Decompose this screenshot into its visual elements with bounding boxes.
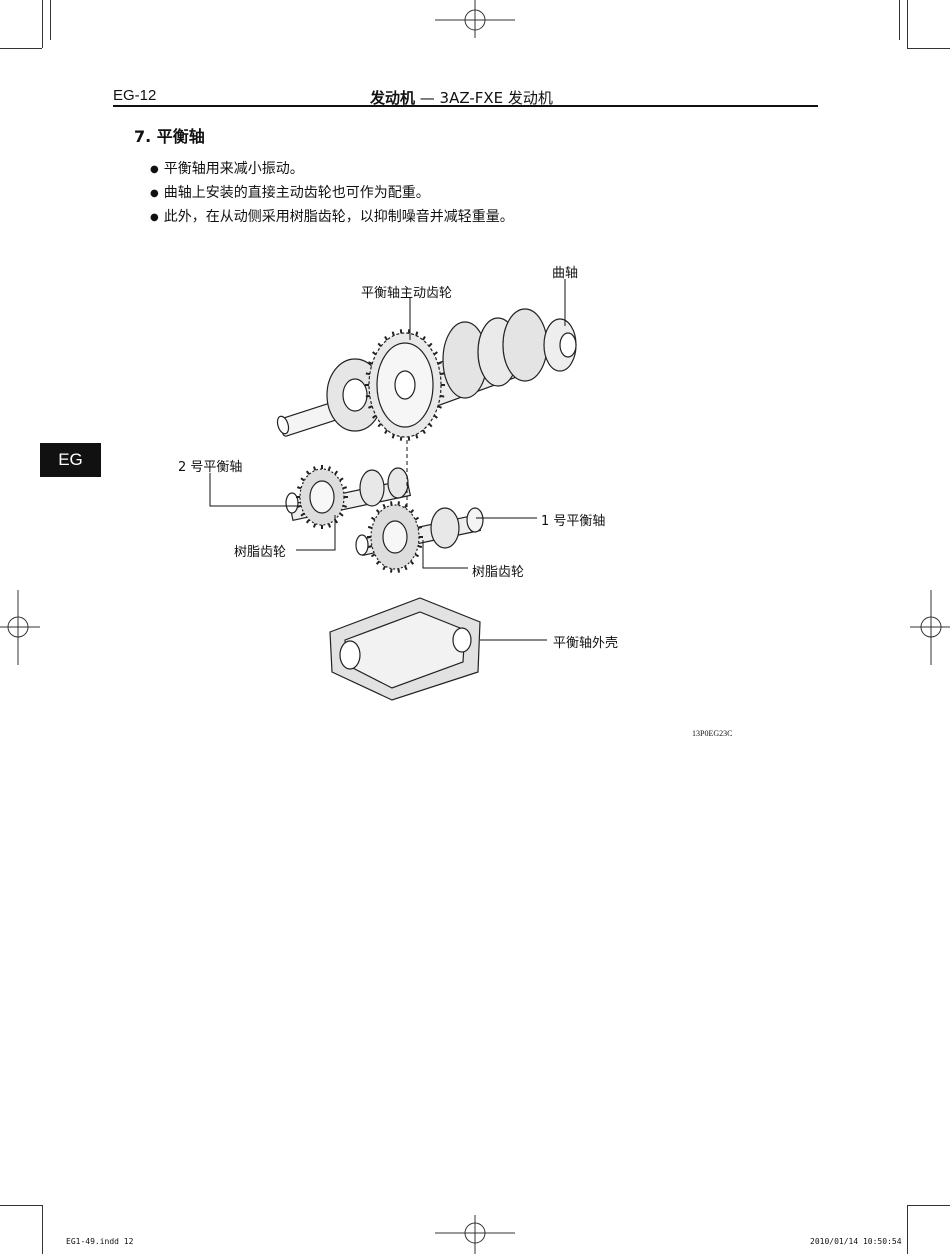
gear-tooth <box>397 568 400 573</box>
label-housing: 平衡轴外壳 <box>553 636 619 651</box>
section-title: 7. 平衡轴 <box>134 127 205 146</box>
gear-tooth <box>368 361 373 365</box>
bullet-item: 曲轴上安装的直接主动齿轮也可作为配重。 <box>150 182 514 206</box>
balance-shaft-1-drawing <box>355 504 484 570</box>
gear-tooth <box>339 477 344 482</box>
gear-tooth <box>409 509 415 514</box>
gear-tooth <box>375 509 381 514</box>
label-crankshaft: 曲轴 <box>552 266 579 281</box>
gear-tooth <box>391 331 395 336</box>
gear-tooth <box>384 429 388 434</box>
gear-tooth <box>313 466 317 471</box>
gear-tooth <box>300 477 305 482</box>
header-rule <box>113 105 818 107</box>
gear-tooth <box>414 553 420 558</box>
gear-tooth <box>368 405 373 409</box>
gear-tooth <box>397 501 400 506</box>
leader-lines <box>209 279 566 641</box>
gear-tooth <box>404 565 408 571</box>
gear-tooth <box>296 486 302 490</box>
balance-shaft-housing-drawing <box>329 597 481 701</box>
bullet-item: 此外，在从动侧采用树脂齿轮，以抑制噪音并减轻重量。 <box>150 206 514 230</box>
gear-tooth <box>417 545 423 549</box>
gear-tooth <box>300 512 305 517</box>
label-resin-gear-right: 树脂齿轮 <box>472 565 525 580</box>
gear-tooth <box>377 342 382 348</box>
gear-tooth <box>327 523 331 528</box>
gear-tooth <box>409 560 415 565</box>
bullet-list: 平衡轴用来减小振动。 曲轴上安装的直接主动齿轮也可作为配重。 此外，在从动侧采用… <box>150 158 514 230</box>
gear-tooth <box>415 331 419 336</box>
gear-tooth <box>382 503 386 509</box>
label-drive-gear: 平衡轴主动齿轮 <box>361 286 453 301</box>
gear-tooth <box>305 470 310 475</box>
gear-tooth <box>428 422 433 428</box>
gear-tooth <box>296 504 302 508</box>
gear-tooth <box>390 568 393 573</box>
gear-tooth <box>428 342 433 348</box>
gear-tooth <box>305 519 310 524</box>
gear-tooth <box>372 351 377 356</box>
gear-tooth <box>422 336 426 341</box>
gear-tooth <box>440 394 445 398</box>
figure-code: 13P0EG23C <box>692 729 733 738</box>
section-tab: EG <box>40 443 101 477</box>
gear-tooth <box>313 523 317 528</box>
gear-tooth <box>342 504 348 508</box>
gear-tooth <box>370 516 376 521</box>
gear-tooth <box>375 560 381 565</box>
page-id: EG-12 <box>113 87 157 104</box>
gear-tooth <box>415 434 419 439</box>
gear-tooth <box>391 434 395 439</box>
gear-tooth <box>367 545 373 549</box>
footer-timestamp: 2010/01/14 10:50:54 <box>810 1237 902 1246</box>
chapter-title: 发动机 — 3AZ-FXE 发动机 <box>370 87 553 108</box>
gear-tooth <box>367 525 373 529</box>
gear-tooth <box>382 565 386 571</box>
balance-shaft-2-drawing <box>285 467 412 526</box>
bullet-item: 平衡轴用来减小振动。 <box>150 158 514 182</box>
label-shaft-2: 2 号平衡轴 <box>178 460 243 475</box>
gear-tooth <box>377 422 382 428</box>
gear-tooth <box>404 503 408 509</box>
gear-tooth <box>390 501 393 506</box>
gear-tooth <box>327 466 331 471</box>
gear-tooth <box>422 429 426 434</box>
gear-tooth <box>370 553 376 558</box>
crankshaft-drawing <box>276 308 577 438</box>
gear-tooth <box>339 512 344 517</box>
gear-tooth <box>342 486 348 490</box>
label-resin-gear-left: 树脂齿轮 <box>234 545 287 560</box>
gear-tooth <box>437 405 442 409</box>
gear-tooth <box>384 336 388 341</box>
chapter-title-rest: — 3AZ-FXE 发动机 <box>415 89 553 107</box>
gear-tooth <box>334 519 339 524</box>
gear-tooth <box>437 361 442 365</box>
gear-tooth <box>433 351 438 356</box>
gear-tooth <box>372 414 377 419</box>
gear-tooth <box>365 372 370 376</box>
gear-tooth <box>440 372 445 376</box>
gear-tooth <box>334 470 339 475</box>
footer-file: EG1-49.indd 12 <box>66 1237 134 1246</box>
gear-tooth <box>414 516 420 521</box>
chapter-title-bold: 发动机 <box>370 89 416 107</box>
gear-tooth <box>417 525 423 529</box>
label-shaft-1: 1 号平衡轴 <box>541 514 606 529</box>
gear-tooth <box>433 414 438 419</box>
gear-tooth <box>365 394 370 398</box>
